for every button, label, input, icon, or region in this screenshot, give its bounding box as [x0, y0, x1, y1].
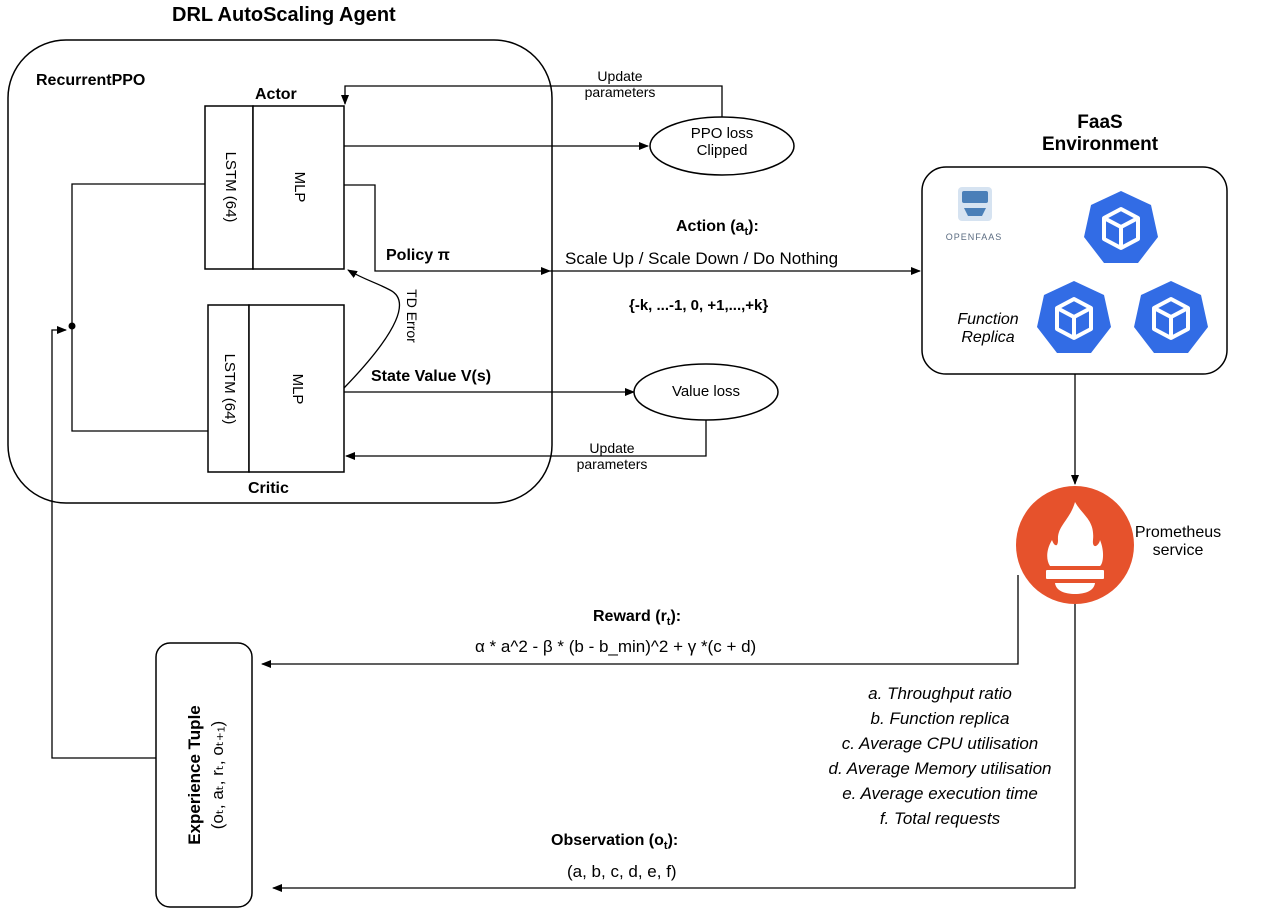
observation-title-end: ): — [667, 832, 679, 849]
function-replica-label: Function Replica — [938, 311, 1038, 348]
metrics-list: a. Throughput ratio b. Function replica … — [790, 681, 1090, 831]
algorithm-label: RecurrentPPO — [36, 72, 146, 89]
ppo-loss-node — [649, 116, 795, 176]
function-replica-line1: Function — [957, 311, 1019, 328]
prometheus-label: Prometheus service — [1128, 524, 1228, 561]
observation-title-sub: t — [663, 840, 668, 853]
update-params-top: Update parameters — [560, 68, 680, 100]
action-title: Action (at): — [676, 218, 759, 239]
policy-arrow — [344, 184, 551, 275]
reward-title-end: ): — [670, 608, 682, 625]
metric-item: f. Total requests — [879, 809, 1001, 828]
reward-title-text: Reward (r — [593, 608, 667, 625]
ppo-loss-line1: PPO loss — [690, 125, 754, 142]
observation-title: Observation (ot): — [551, 832, 678, 853]
action-title-text: Action (a — [676, 218, 745, 235]
policy-label: Policy π — [386, 247, 450, 264]
actor-mlp-block — [252, 105, 345, 270]
prometheus-label-line1: Prometheus — [1134, 524, 1222, 541]
update-params-top-line1: Update — [597, 68, 643, 84]
experience-tuple-title: Experience Tuple — [185, 705, 204, 845]
action-title-end: ): — [748, 218, 759, 235]
faas-title-line1: FaaS — [1077, 112, 1123, 133]
observation-title-text: Observation (o — [551, 832, 664, 849]
value-update-arrow — [345, 420, 707, 460]
svg-text:OPENFAAS: OPENFAAS — [946, 232, 1003, 242]
td-error-label: TD Error — [404, 289, 420, 343]
actor-input-line — [71, 183, 208, 432]
metric-item: c. Average CPU utilisation — [841, 734, 1039, 753]
experience-tuple-box — [155, 642, 253, 908]
update-params-top-line2: parameters — [584, 84, 656, 101]
observation-values: (a, b, c, d, e, f) — [567, 862, 677, 881]
update-params-bottom: Update parameters — [552, 440, 672, 472]
experience-feedback-line — [51, 326, 156, 759]
action-title-sub: t — [744, 226, 749, 239]
reward-title: Reward (rt): — [593, 608, 681, 629]
state-value-label: State Value V(s) — [371, 368, 492, 385]
prometheus-icon — [1016, 486, 1134, 604]
kubernetes-icon — [1037, 281, 1111, 353]
critic-mlp-block — [248, 304, 345, 473]
critic-label: Critic — [248, 480, 289, 497]
update-params-bottom-line2: parameters — [576, 456, 648, 473]
critic-mlp-label: MLP — [289, 373, 306, 405]
kubernetes-icon — [1084, 191, 1158, 263]
prometheus-label-line2: service — [1152, 542, 1204, 560]
metric-item: e. Average execution time — [842, 784, 1038, 803]
function-replica-line2: Replica — [961, 329, 1015, 347]
actor-label: Actor — [255, 86, 297, 103]
td-error-curve — [343, 269, 401, 389]
reward-formula: α * a^2 - β * (b - b_min)^2 + γ *(c + d) — [475, 637, 757, 656]
ppo-loss-line2: Clipped — [696, 142, 748, 160]
reward-title-sub: t — [666, 616, 671, 629]
junction-dot — [68, 322, 76, 330]
reward-arrow — [261, 575, 1019, 668]
openfaas-logo: OPENFAAS — [946, 187, 1003, 242]
agent-title: DRL AutoScaling Agent — [172, 4, 396, 26]
metric-item: d. Average Memory utilisation — [828, 759, 1052, 778]
ppo-update-arrow — [341, 85, 723, 118]
actor-lstm-block — [204, 105, 254, 270]
update-params-bottom-line1: Update — [589, 440, 635, 456]
critic-lstm-label: LSTM (64) — [221, 353, 238, 425]
faas-title-line2: Environment — [1041, 133, 1159, 155]
experience-tuple-values: (oₜ, aₜ, rₜ, oₜ₊₁) — [208, 720, 227, 830]
kubernetes-icon — [1134, 281, 1208, 353]
action-range: {-k, ...-1, 0, +1,...,+k} — [629, 297, 769, 314]
faas-title: FaaS Environment — [1020, 112, 1180, 156]
ppo-loss-text: PPO loss Clipped — [662, 125, 782, 160]
metric-item: b. Function replica — [870, 709, 1010, 728]
observation-arrow — [272, 604, 1076, 892]
actor-mlp-label: MLP — [291, 171, 308, 203]
value-loss-text: Value loss — [671, 383, 741, 400]
metric-item: a. Throughput ratio — [868, 684, 1012, 703]
actor-lstm-label: LSTM (64) — [222, 151, 239, 223]
action-description: Scale Up / Scale Down / Do Nothing — [565, 249, 839, 268]
